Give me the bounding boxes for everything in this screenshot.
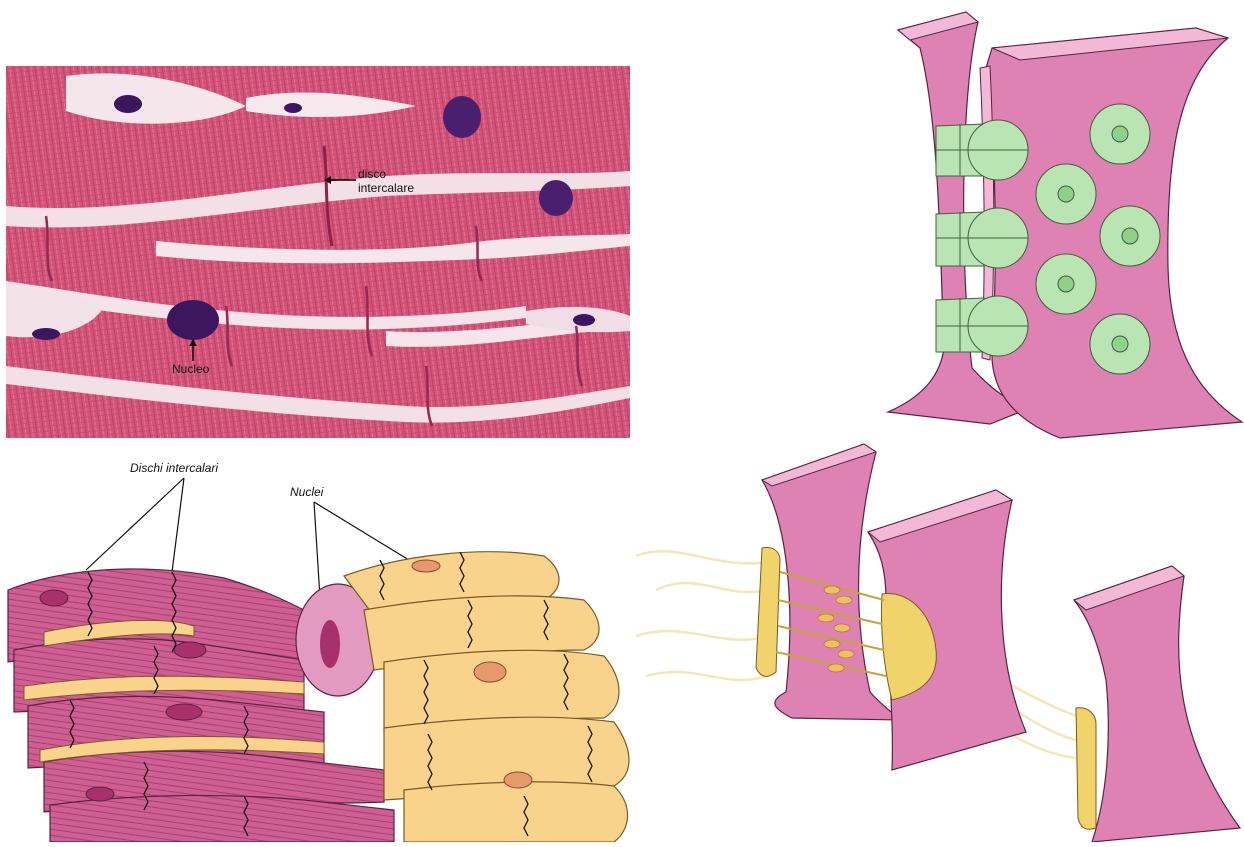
- membrane-1: [762, 444, 900, 720]
- desmosome-svg: [636, 440, 1244, 842]
- desmosome-illustration: [636, 440, 1244, 842]
- discs-label: Dischi intercalari: [130, 461, 218, 475]
- micrograph-panel: disco intercalare Nucleo: [6, 66, 630, 438]
- plaque-right: [1076, 708, 1096, 830]
- plaque-left: [756, 547, 780, 676]
- yellow-fibers: [344, 552, 629, 842]
- micrograph-image: disco intercalare Nucleo: [6, 66, 630, 438]
- nucleus: [114, 95, 142, 113]
- tissue-svg: Dischi intercalari Nuclei: [4, 450, 634, 842]
- nucleus-label: Nucleo: [172, 362, 210, 376]
- nuclei-label: Nuclei: [290, 485, 324, 499]
- membrane-3: [1074, 566, 1240, 842]
- cardiac-tissue-diagram: Dischi intercalari Nuclei: [4, 450, 634, 842]
- gap-junction-illustration: [880, 8, 1244, 440]
- gap-junction-svg: [880, 8, 1244, 440]
